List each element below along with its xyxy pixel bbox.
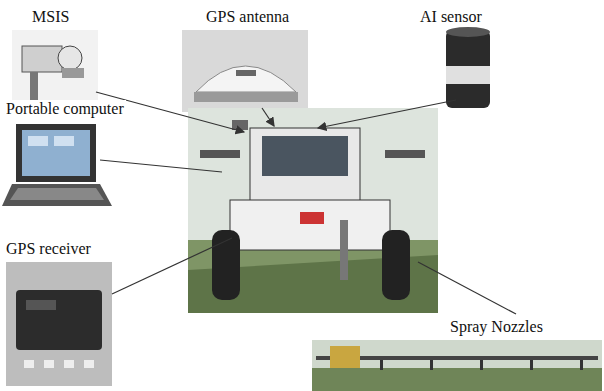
part-label: MSIS bbox=[30, 8, 71, 26]
part-label: AI sensor bbox=[418, 8, 484, 26]
msis-photo bbox=[12, 30, 98, 106]
part-label: GPS receiver bbox=[4, 240, 93, 258]
part-label: GPS antenna bbox=[204, 8, 291, 26]
gps-antenna-photo bbox=[182, 30, 308, 112]
part-label: Spray Nozzles bbox=[448, 318, 545, 336]
portable-computer-photo bbox=[2, 124, 112, 206]
part-label: Portable computer bbox=[4, 100, 126, 118]
spray-nozzles-photo bbox=[312, 340, 602, 391]
leader-lines bbox=[96, 92, 516, 314]
sprayer-photo bbox=[188, 108, 438, 313]
ai-sensor-photo bbox=[446, 27, 490, 108]
gps-receiver-photo bbox=[6, 262, 112, 386]
